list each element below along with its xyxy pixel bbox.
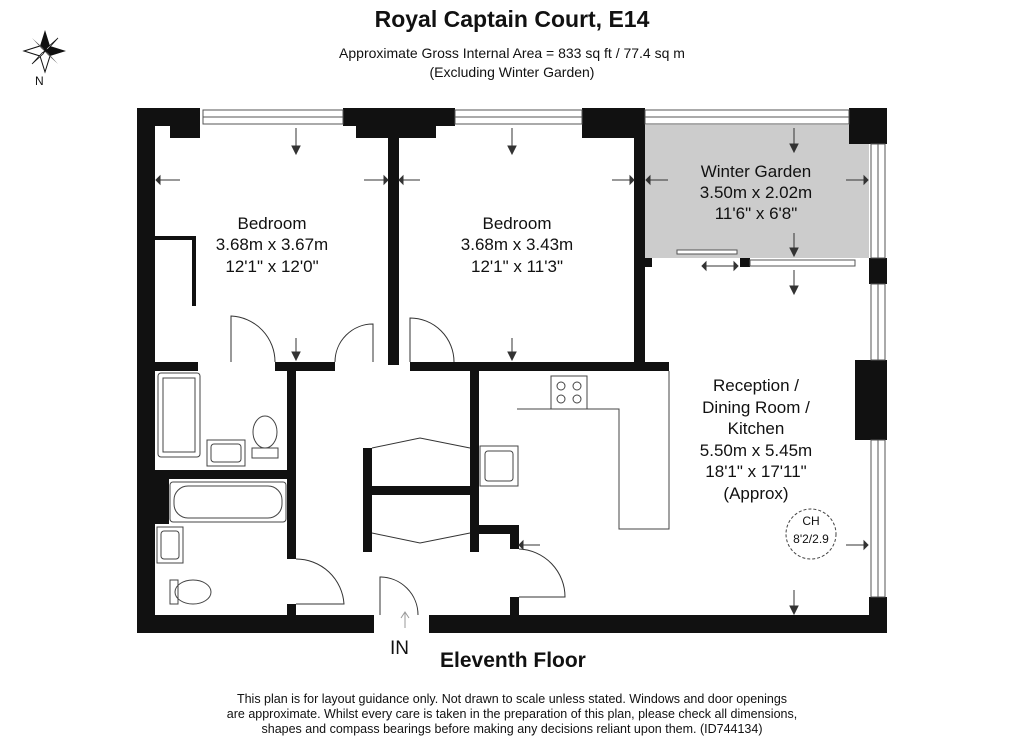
bedroom1-imperial: 12'1" x 12'0" — [225, 257, 318, 276]
reception-name-2: Dining Room / — [702, 398, 810, 417]
reception-imperial: 18'1" x 17'11" — [705, 462, 806, 481]
winter-garden-area — [644, 125, 869, 258]
plan-title: Royal Captain Court, E14 — [374, 6, 650, 32]
bedroom1-name: Bedroom — [238, 214, 307, 233]
fixtures — [156, 371, 670, 605]
entrance-arrow-icon — [400, 611, 410, 628]
disclaimer-line: are approximate. Whilst every care is ta… — [226, 707, 798, 721]
entrance-label: IN — [390, 638, 409, 659]
walls — [137, 108, 887, 633]
reception-metric: 5.50m x 5.45m — [700, 441, 812, 460]
winter-garden-name: Winter Garden — [701, 162, 812, 181]
winter-garden-metric: 3.50m x 2.02m — [700, 183, 812, 202]
compass-icon — [22, 30, 66, 74]
ceiling-height-value: 8'2/2.9 — [793, 532, 829, 546]
winter-garden-imperial: 11'6" x 6'8" — [715, 204, 798, 223]
reception-name-3: Kitchen — [728, 419, 785, 438]
bedroom2-name: Bedroom — [483, 214, 552, 233]
bedroom2-metric: 3.68m x 3.43m — [461, 235, 573, 254]
disclaimer-line: shapes and compass bearings before makin… — [261, 722, 763, 736]
compass-north-label: N — [35, 74, 44, 88]
doors — [230, 315, 566, 616]
ceiling-height-label: CH — [802, 514, 819, 528]
area-exclusion-note: (Excluding Winter Garden) — [429, 64, 595, 80]
windows — [202, 109, 886, 598]
bedroom1-metric: 3.68m x 3.67m — [216, 235, 328, 254]
disclaimer: This plan is for layout guidance only. N… — [0, 692, 1024, 737]
reception-name-1: Reception / — [713, 376, 799, 395]
disclaimer-line: This plan is for layout guidance only. N… — [236, 692, 788, 706]
floor-label: Eleventh Floor — [440, 649, 586, 672]
bedroom2-imperial: 12'1" x 11'3" — [471, 257, 563, 276]
dimension-arrows — [155, 128, 869, 616]
gross-area: Approximate Gross Internal Area = 833 sq… — [339, 45, 685, 61]
ceiling-height-marker — [785, 508, 837, 560]
reception-approx-note: (Approx) — [723, 484, 788, 503]
